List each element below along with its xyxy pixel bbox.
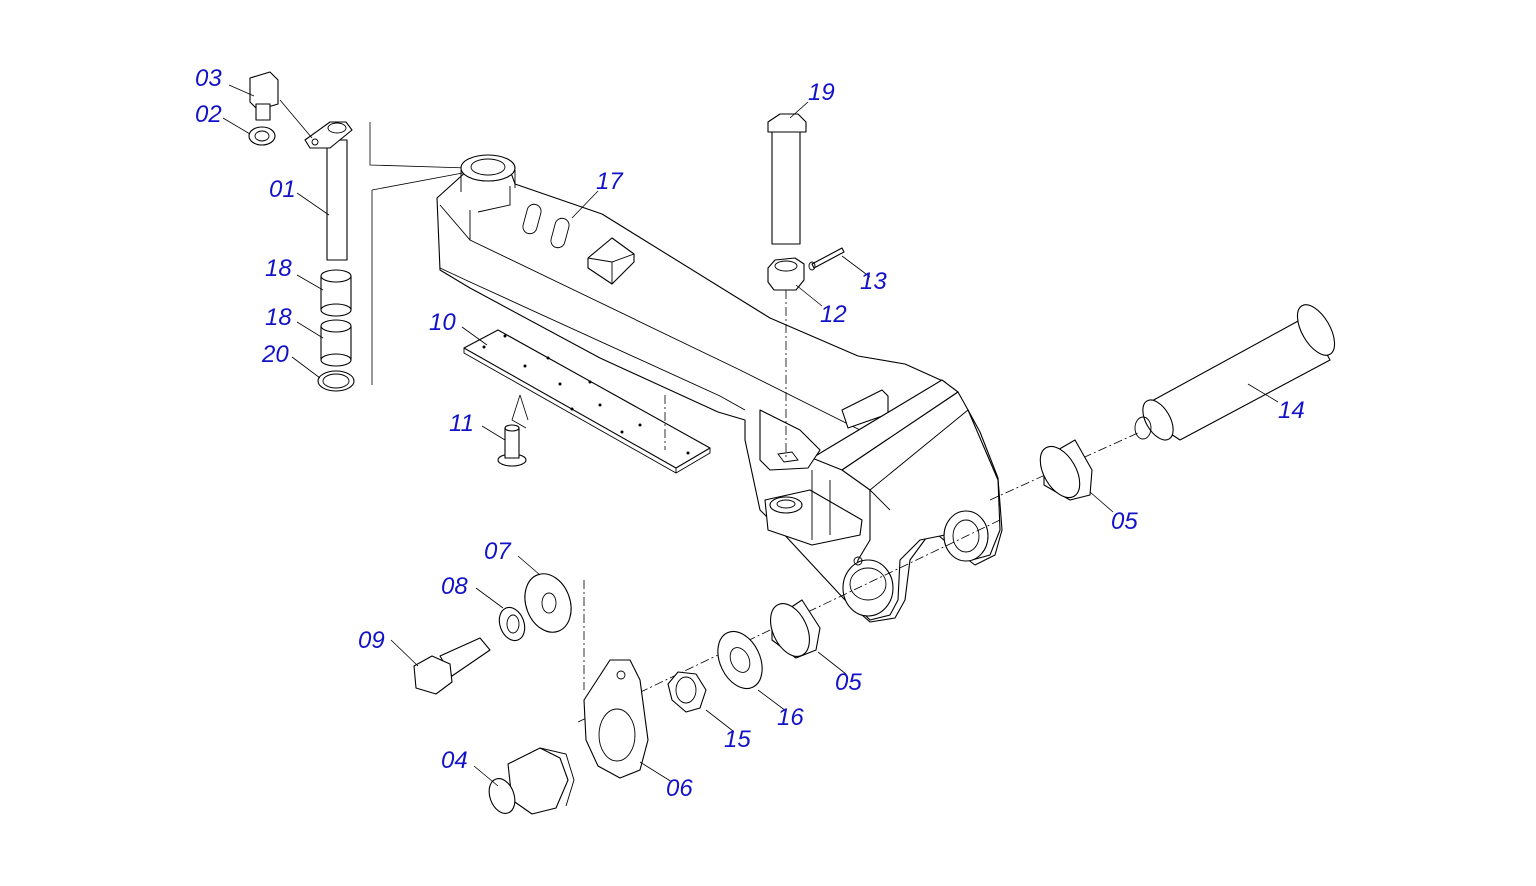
- bushing-18-lower: [320, 319, 352, 367]
- pin-19: [767, 113, 807, 245]
- lock-plate-06: [583, 659, 649, 779]
- callout-05-left: 05: [835, 669, 862, 696]
- callout-02: 02: [195, 101, 222, 128]
- callout-18-lower: 18: [265, 304, 292, 331]
- callout-19: 19: [808, 79, 835, 106]
- axis-shaft-14: [989, 431, 1141, 501]
- callout-06: 06: [666, 775, 693, 802]
- callout-20: 20: [261, 341, 289, 368]
- plate-10: [463, 329, 711, 474]
- washer-16: [717, 630, 763, 690]
- callout-03: 03: [195, 65, 222, 92]
- callout-09: 09: [358, 627, 385, 654]
- callout-08: 08: [441, 573, 468, 600]
- leader-lines: [222, 84, 1279, 787]
- shaft-14: [1134, 304, 1336, 441]
- callout-04: 04: [441, 747, 468, 774]
- rivet-11: [497, 424, 527, 467]
- bolt-03: [249, 71, 279, 121]
- washer-20: [317, 370, 355, 392]
- callout-01: 01: [269, 176, 296, 203]
- callout-10: 10: [429, 309, 456, 336]
- callout-13: 13: [860, 268, 887, 295]
- callout-05-right: 05: [1111, 508, 1138, 535]
- washer-07: [524, 573, 572, 633]
- cone-05-right: [1039, 439, 1093, 501]
- bushing-18-upper: [320, 269, 352, 317]
- grease-fitting-04: [488, 747, 575, 815]
- cotter-pin-13: [808, 247, 845, 271]
- callout-11: 11: [449, 410, 474, 437]
- callout-15: 15: [724, 726, 751, 753]
- bolt-09: [413, 637, 491, 695]
- washer-08: [498, 606, 526, 642]
- callout-12: 12: [820, 301, 847, 328]
- washer-02: [248, 126, 276, 146]
- cone-05-left: [770, 599, 821, 659]
- callout-14: 14: [1278, 397, 1305, 424]
- callout-07: 07: [484, 538, 512, 565]
- pin-01: [304, 121, 353, 261]
- nut-15: [667, 671, 707, 713]
- plate-holes: [482, 334, 690, 455]
- callout-18-upper: 18: [265, 255, 292, 282]
- castle-nut-12: [767, 257, 805, 291]
- callout-labels: 03 02 01 18 18 20 19 17 10 11 13 12 14 0…: [195, 65, 1305, 802]
- main-frame: [369, 122, 1003, 623]
- callout-17: 17: [596, 168, 624, 195]
- callout-16: 16: [777, 704, 804, 731]
